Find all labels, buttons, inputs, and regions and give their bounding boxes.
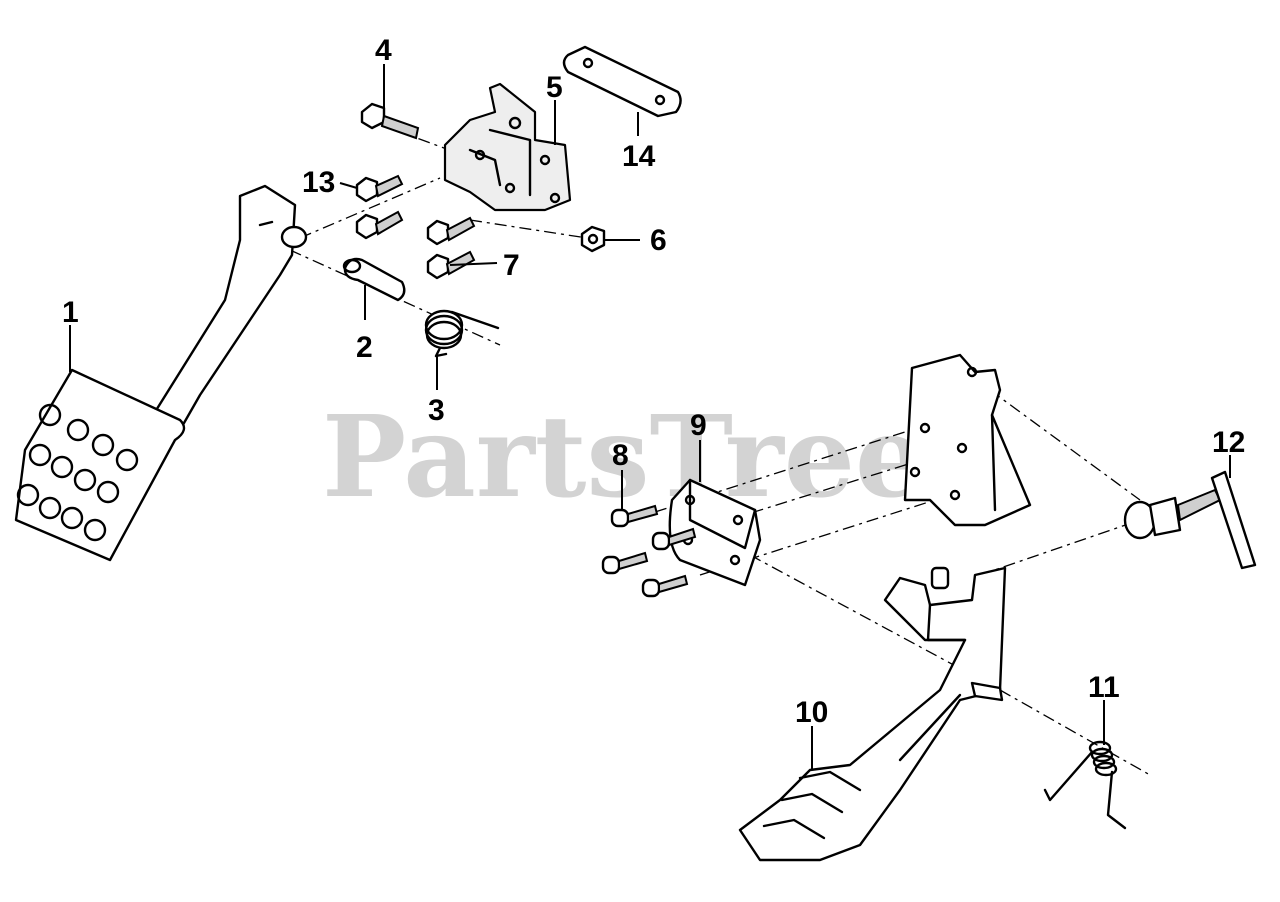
part-14-strap [562,45,682,118]
part-10-brake-pedal [738,566,1007,862]
part-9-mount-bracket [903,353,1032,527]
part-5-bracket [443,82,572,212]
part-6-nut [580,225,606,253]
callout-7: 7 [503,249,520,282]
part-8-screws [601,504,697,598]
callout-12: 12 [1212,426,1245,459]
callout-4: 4 [375,34,392,67]
callout-6: 6 [650,224,667,257]
pedal-pad-knobs [16,403,139,542]
part-13-bolts [355,174,476,246]
callouts: 1 2 3 4 5 6 7 8 9 10 11 12 13 14 [62,34,1245,729]
callout-10: 10 [795,696,828,729]
callout-2: 2 [356,331,373,364]
part-11-spring [1043,740,1127,830]
callout-1: 1 [62,296,79,329]
callout-11: 11 [1088,671,1120,704]
part-1-pedal [14,184,308,562]
part-12-pin [1123,470,1257,570]
callout-8: 8 [612,439,629,472]
callout-14: 14 [622,140,656,173]
part-7-bolt [426,250,476,280]
part-2-bushing [342,257,406,302]
callout-13: 13 [302,166,335,199]
callout-5: 5 [546,71,563,104]
part-9-block [668,478,762,587]
part-3-spring [424,309,500,358]
leader-lines [69,64,1231,770]
callout-3: 3 [428,394,445,427]
brake-pad-treads [762,770,862,840]
part-4-bolt [360,102,420,140]
callout-9: 9 [690,409,707,442]
watermark: PartsTree TM [322,392,945,523]
